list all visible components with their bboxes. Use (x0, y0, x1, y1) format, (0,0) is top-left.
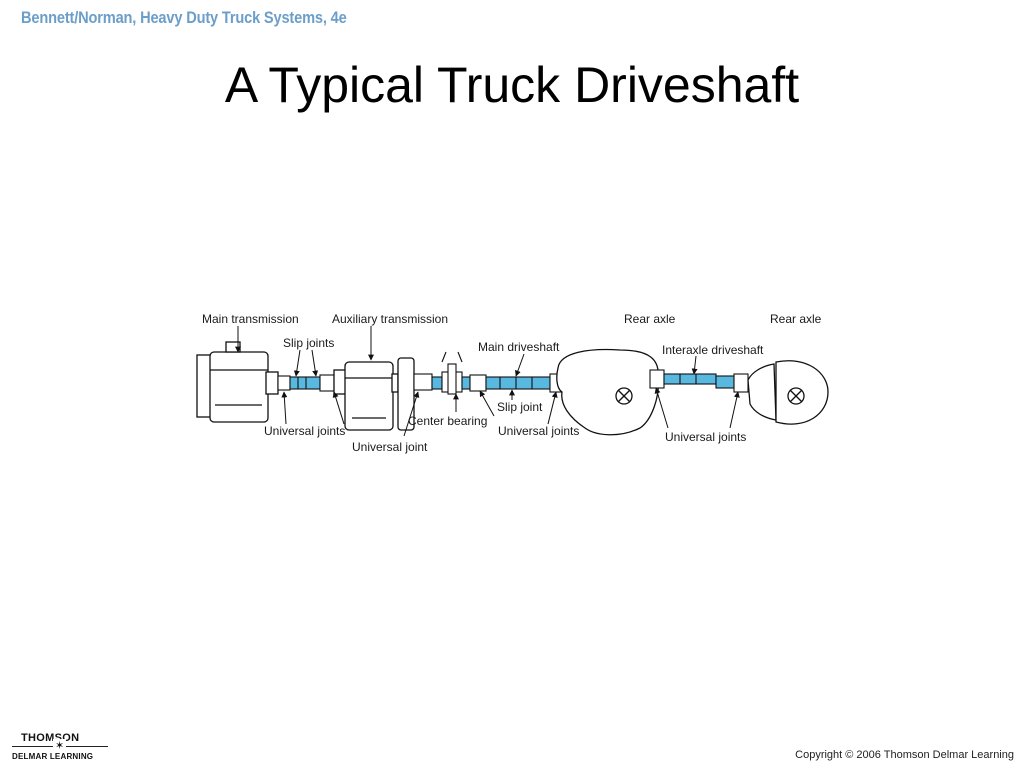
main-driveshaft (469, 373, 565, 393)
label-universal-joints-2: Universal joints (498, 424, 579, 438)
label-slip-joint: Slip joint (497, 400, 543, 414)
main-transmission (196, 341, 279, 423)
label-auxiliary-transmission: Auxiliary transmission (332, 312, 448, 326)
course-header: Bennett/Norman, Heavy Duty Truck Systems… (21, 8, 347, 27)
rear-axle-rear (747, 360, 829, 425)
logo-top-text: THOMSON (21, 732, 80, 744)
label-universal-joints-3: Universal joints (665, 430, 746, 444)
slide-title: A Typical Truck Driveshaft (224, 57, 800, 113)
auxiliary-transmission (333, 357, 415, 431)
copyright-notice: Copyright © 2006 Thomson Delmar Learning (795, 749, 1014, 761)
label-interaxle-driveshaft: Interaxle driveshaft (662, 343, 764, 357)
label-rear-axle-front: Rear axle (624, 312, 676, 326)
star-icon: ✶ (53, 739, 67, 753)
publisher-logo: THOMSON ✶ DELMAR LEARNING (10, 730, 120, 766)
label-universal-joint: Universal joint (352, 440, 428, 454)
logo-bottom-text: DELMAR LEARNING (12, 752, 94, 761)
label-main-transmission: Main transmission (202, 312, 299, 326)
interaxle-driveshaft (649, 369, 749, 393)
label-center-bearing: Center bearing (408, 414, 487, 428)
label-universal-joints-1: Universal joints (264, 424, 345, 438)
label-main-driveshaft: Main driveshaft (478, 340, 560, 354)
center-bearing-section (413, 351, 471, 395)
driveshaft-diagram: Main transmission Auxiliary transmission… (196, 312, 829, 454)
slip-joint-assembly-1 (277, 374, 335, 392)
leader-lines (235, 326, 740, 437)
label-slip-joints: Slip joints (283, 336, 334, 350)
label-rear-axle-rear: Rear axle (770, 312, 822, 326)
rear-axle-front (556, 348, 659, 436)
